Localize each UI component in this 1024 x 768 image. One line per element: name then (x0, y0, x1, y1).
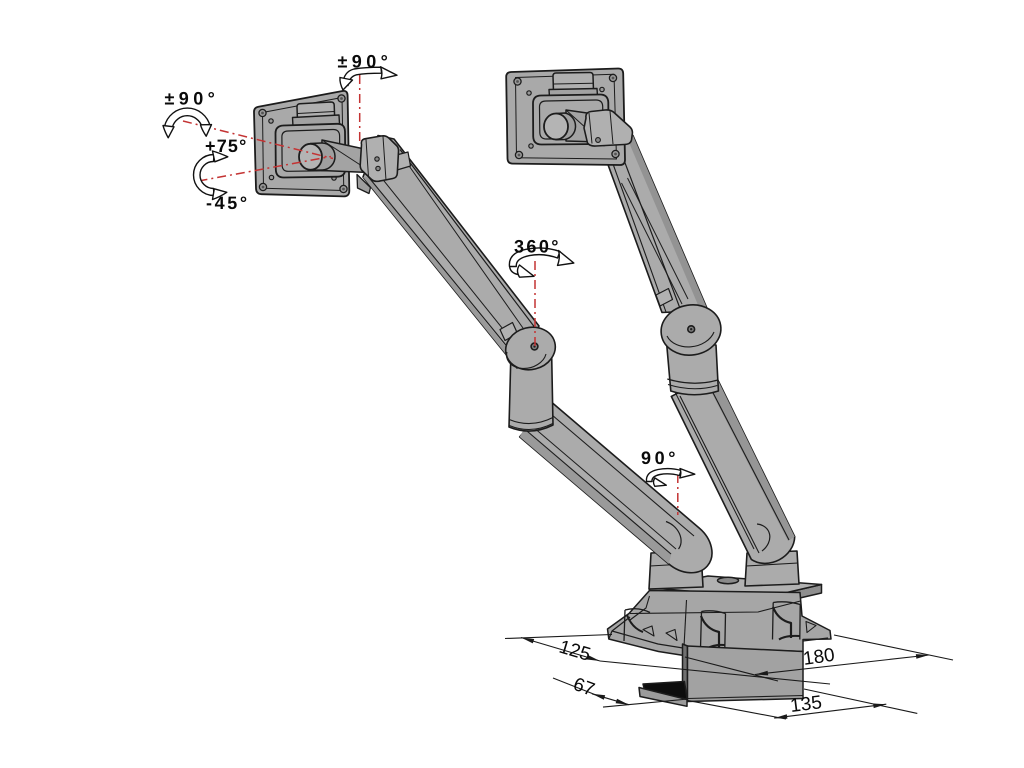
svg-text:±90°: ±90° (338, 52, 393, 72)
svg-text:90°: 90° (641, 448, 679, 468)
svg-text:180: 180 (802, 645, 836, 670)
svg-text:+75°: +75° (205, 136, 248, 156)
svg-text:-45°: -45° (206, 193, 250, 213)
svg-text:±90°: ±90° (165, 89, 220, 109)
svg-text:135: 135 (789, 692, 823, 717)
svg-text:360°: 360° (514, 237, 561, 257)
